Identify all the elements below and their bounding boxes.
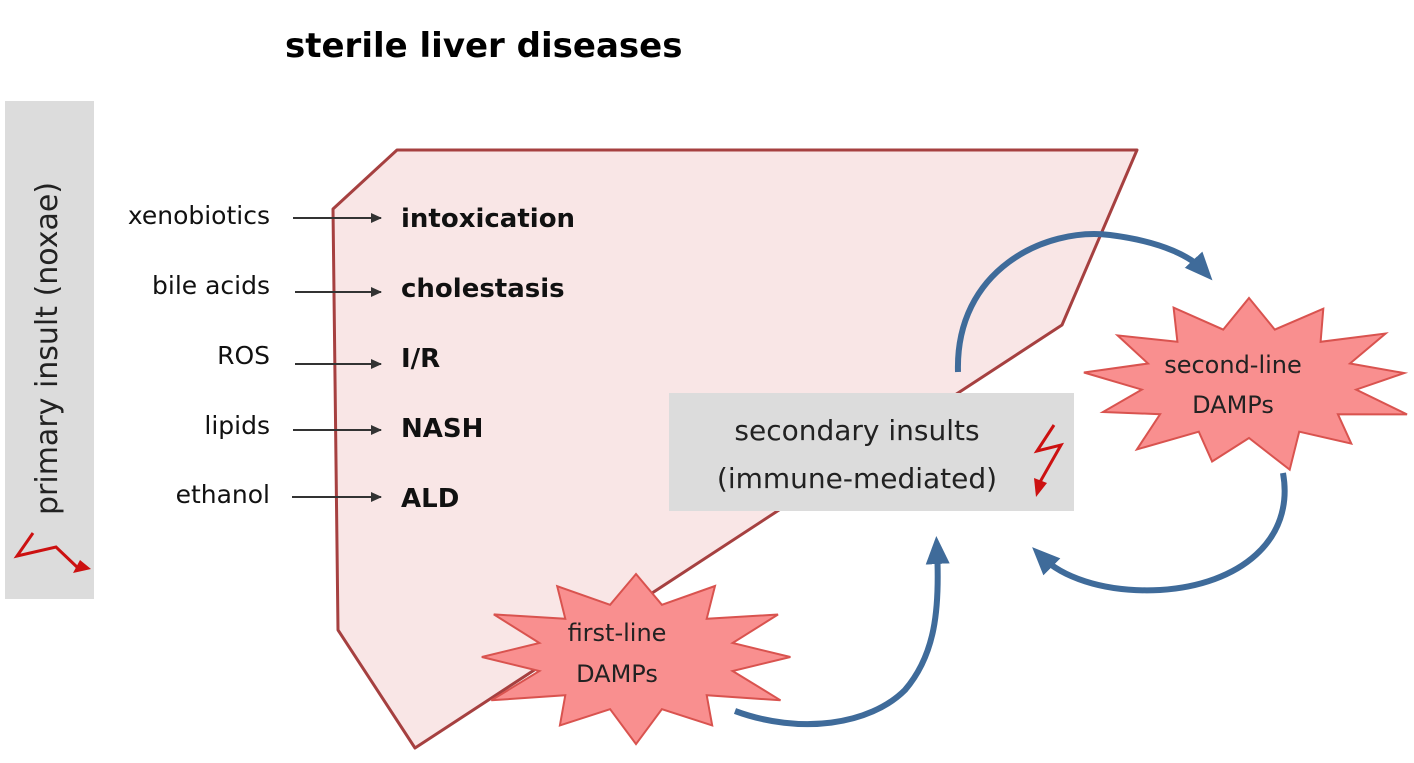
disease-label: NASH — [401, 414, 483, 444]
secondary-insults-line2: (immune-mediated) — [717, 462, 997, 495]
second-line-damps-line1: second-line — [1164, 351, 1302, 379]
secondary-insults-bolt-icon — [1033, 424, 1065, 483]
second-line-damps: second-line DAMPs — [1083, 296, 1409, 472]
first-line-damps-starburst — [481, 572, 791, 746]
first-line-damps-line1: first-line — [568, 619, 667, 647]
secondary-insults-box: secondary insults (immune-mediated) — [669, 393, 1074, 511]
cycle-arrow-back-to-secondary — [1032, 472, 1288, 594]
primary-insult-panel: primary insult (noxae) — [5, 101, 94, 599]
primary-insult-bolt-arrowhead — [73, 560, 91, 573]
cause-row: xenobiotics intoxication — [128, 201, 575, 234]
disease-label: cholestasis — [401, 274, 565, 304]
cycle-arrow-first-line-to-secondary — [733, 536, 950, 728]
secondary-insults-bolt-arrowhead — [1034, 478, 1047, 497]
disease-label: ALD — [401, 484, 459, 514]
primary-insult-panel-background — [5, 101, 94, 599]
cause-label: xenobiotics — [128, 201, 270, 230]
primary-insult-label: primary insult (noxae) — [30, 182, 65, 515]
diagram-title: sterile liver diseases — [285, 26, 682, 66]
cause-row: bile acids cholestasis — [152, 271, 565, 304]
cycle-arrow-to-second-line — [954, 231, 1213, 373]
primary-insult-bolt-icon — [13, 532, 80, 570]
cause-label: ethanol — [176, 480, 270, 509]
cause-label: bile acids — [152, 271, 270, 300]
secondary-insults-line1: secondary insults — [734, 414, 979, 447]
first-line-damps-line2: DAMPs — [576, 660, 658, 688]
disease-label: intoxication — [401, 204, 575, 234]
disease-label: I/R — [401, 344, 440, 374]
cause-disease-list: xenobiotics intoxication bile acids chol… — [128, 201, 575, 514]
cause-row: lipids NASH — [204, 411, 483, 444]
first-line-damps: first-line DAMPs — [481, 572, 791, 746]
cause-row: ethanol ALD — [176, 480, 460, 514]
secondary-insults-background — [669, 393, 1074, 511]
second-line-damps-line2: DAMPs — [1192, 391, 1274, 419]
cause-label: ROS — [217, 341, 270, 370]
cause-label: lipids — [204, 411, 270, 440]
cause-row: ROS I/R — [217, 341, 440, 374]
second-line-damps-starburst — [1083, 296, 1409, 472]
